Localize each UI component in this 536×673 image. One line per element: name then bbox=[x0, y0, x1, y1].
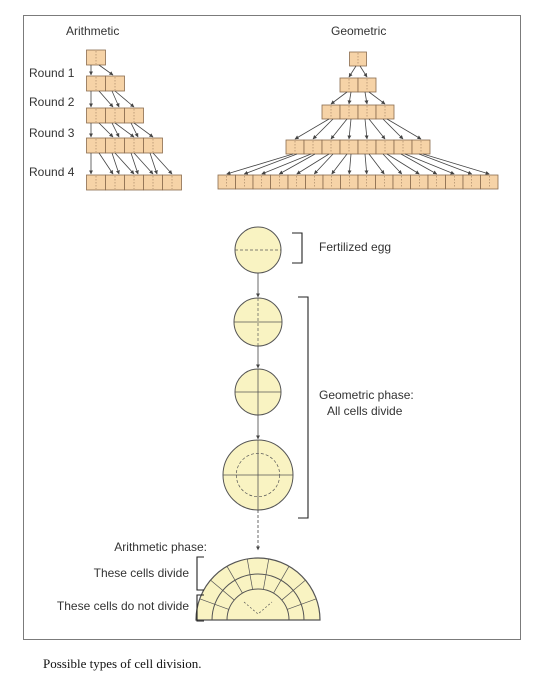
arrow bbox=[400, 153, 438, 175]
arrow bbox=[368, 153, 385, 175]
figure-frame bbox=[23, 15, 521, 640]
arrow bbox=[278, 153, 316, 175]
arrow bbox=[111, 90, 120, 108]
arrow bbox=[404, 153, 455, 175]
arrow bbox=[111, 122, 120, 138]
geometric-phase-bracket bbox=[298, 296, 309, 519]
hemisphere-division bbox=[246, 558, 253, 590]
arrow bbox=[422, 153, 490, 175]
cells-not-divide-bracket bbox=[196, 594, 204, 622]
geometric-diagram bbox=[217, 51, 499, 190]
hemisphere-division bbox=[263, 558, 270, 590]
arithmetic-title: Arithmetic bbox=[66, 24, 120, 38]
geometric-phase-label-line1: Geometric phase: bbox=[319, 388, 414, 402]
arithmetic-diagram bbox=[86, 49, 182, 191]
arrow bbox=[382, 153, 403, 175]
geometric-phase-label-line2: All cells divide bbox=[327, 404, 403, 418]
round-4-label: Round 4 bbox=[29, 165, 75, 179]
arrow bbox=[312, 118, 334, 140]
arrow bbox=[348, 65, 357, 78]
cell-lineage-diagram bbox=[195, 226, 321, 622]
arrow bbox=[386, 153, 420, 175]
arrow bbox=[364, 153, 369, 175]
arrow bbox=[347, 153, 352, 175]
arrow bbox=[226, 153, 294, 175]
arrow bbox=[111, 152, 120, 175]
fertilized-egg-bracket bbox=[292, 232, 303, 264]
arrow bbox=[152, 152, 173, 175]
arrow bbox=[330, 91, 348, 105]
cleavage-ring bbox=[235, 452, 281, 498]
hemisphere-division bbox=[287, 598, 317, 610]
cells-divide-bracket bbox=[196, 556, 204, 591]
hemisphere-division bbox=[210, 579, 235, 601]
arrow bbox=[114, 152, 135, 175]
cells-not-divide-label: These cells do not divide bbox=[56, 599, 189, 613]
fertilized-egg-label: Fertilized egg bbox=[319, 240, 392, 254]
hemisphere-division bbox=[273, 566, 290, 594]
arrow bbox=[296, 153, 330, 175]
hemisphere-division bbox=[199, 598, 229, 610]
geometric-title: Geometric bbox=[331, 24, 387, 38]
arrow bbox=[368, 118, 386, 140]
arrow bbox=[261, 153, 312, 175]
arrow bbox=[98, 90, 114, 108]
figure-caption: Possible types of cell division. bbox=[43, 656, 202, 671]
arrow bbox=[114, 90, 135, 108]
arrow bbox=[382, 118, 404, 140]
cells-divide-label: These cells divide bbox=[93, 566, 189, 580]
round-3-label: Round 3 bbox=[29, 126, 75, 140]
hemisphere-division bbox=[281, 579, 306, 601]
arithmetic-phase-label: Arithmetic phase: bbox=[114, 540, 207, 554]
arrow bbox=[149, 152, 158, 175]
arrow bbox=[98, 64, 114, 76]
arrow bbox=[386, 118, 422, 140]
arrow bbox=[98, 152, 114, 175]
arrow bbox=[243, 153, 298, 175]
arrow bbox=[347, 118, 352, 140]
arrow bbox=[364, 91, 369, 105]
arrow bbox=[418, 153, 473, 175]
arrow bbox=[330, 118, 348, 140]
hemisphere-layer bbox=[211, 573, 305, 621]
arrow bbox=[98, 122, 114, 138]
round-2-label: Round 2 bbox=[29, 95, 75, 109]
arrow bbox=[133, 152, 154, 175]
arrow bbox=[130, 152, 139, 175]
arrow bbox=[130, 122, 139, 138]
arrow bbox=[313, 153, 334, 175]
arrow bbox=[364, 118, 369, 140]
arrow bbox=[359, 65, 368, 78]
arrow bbox=[114, 122, 135, 138]
round-1-label: Round 1 bbox=[29, 66, 75, 80]
arrow bbox=[133, 122, 154, 138]
arrow bbox=[368, 91, 386, 105]
hemisphere-layer bbox=[226, 588, 290, 621]
arrow bbox=[347, 91, 352, 105]
arrow bbox=[331, 153, 348, 175]
hemisphere-division bbox=[226, 566, 243, 594]
arrow bbox=[294, 118, 330, 140]
